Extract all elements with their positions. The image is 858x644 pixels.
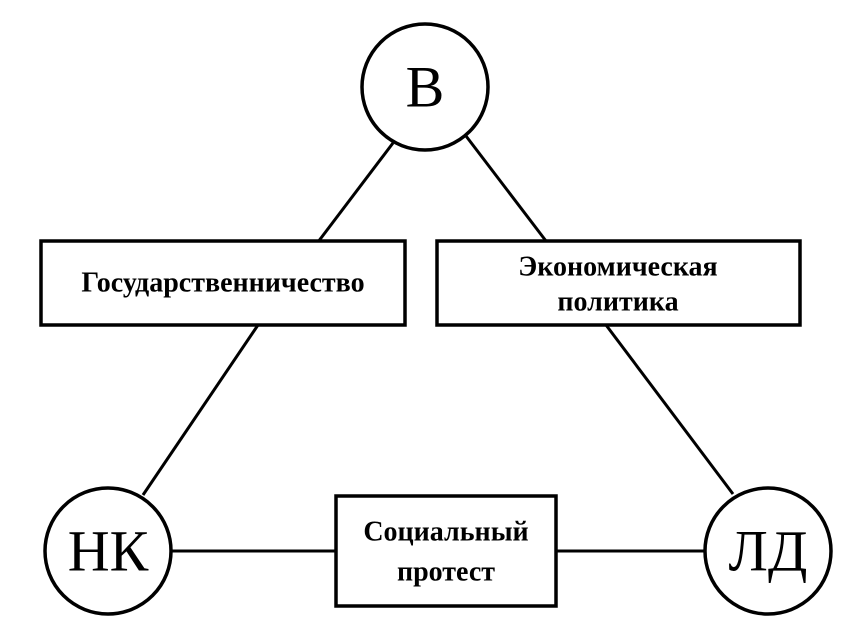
connector-top-to-left-box [316,142,395,243]
node-ld-label: ЛД [729,519,808,584]
connector-left-box-to-nk [141,324,260,496]
box-economic-policy-line-2: политика [557,287,678,318]
node-nk-label: НК [68,519,149,584]
connector-top-to-right-box [464,135,548,242]
box-statehood: Государственничество [39,239,407,327]
node-ld: ЛД [703,486,833,616]
box-social-protest-line-2: протест [397,557,495,588]
node-v: В [360,22,490,152]
box-economic-policy-line-1: Экономическая [518,252,717,283]
box-social-protest: Социальный протест [334,494,558,608]
node-nk: НК [43,486,173,616]
box-social-protest-line-1: Социальный [363,517,528,548]
box-economic-policy: Экономическая политика [435,239,802,327]
node-v-label: В [406,55,445,120]
box-statehood-line-1: Государственничество [81,268,364,299]
connector-right-box-to-ld [604,324,735,495]
